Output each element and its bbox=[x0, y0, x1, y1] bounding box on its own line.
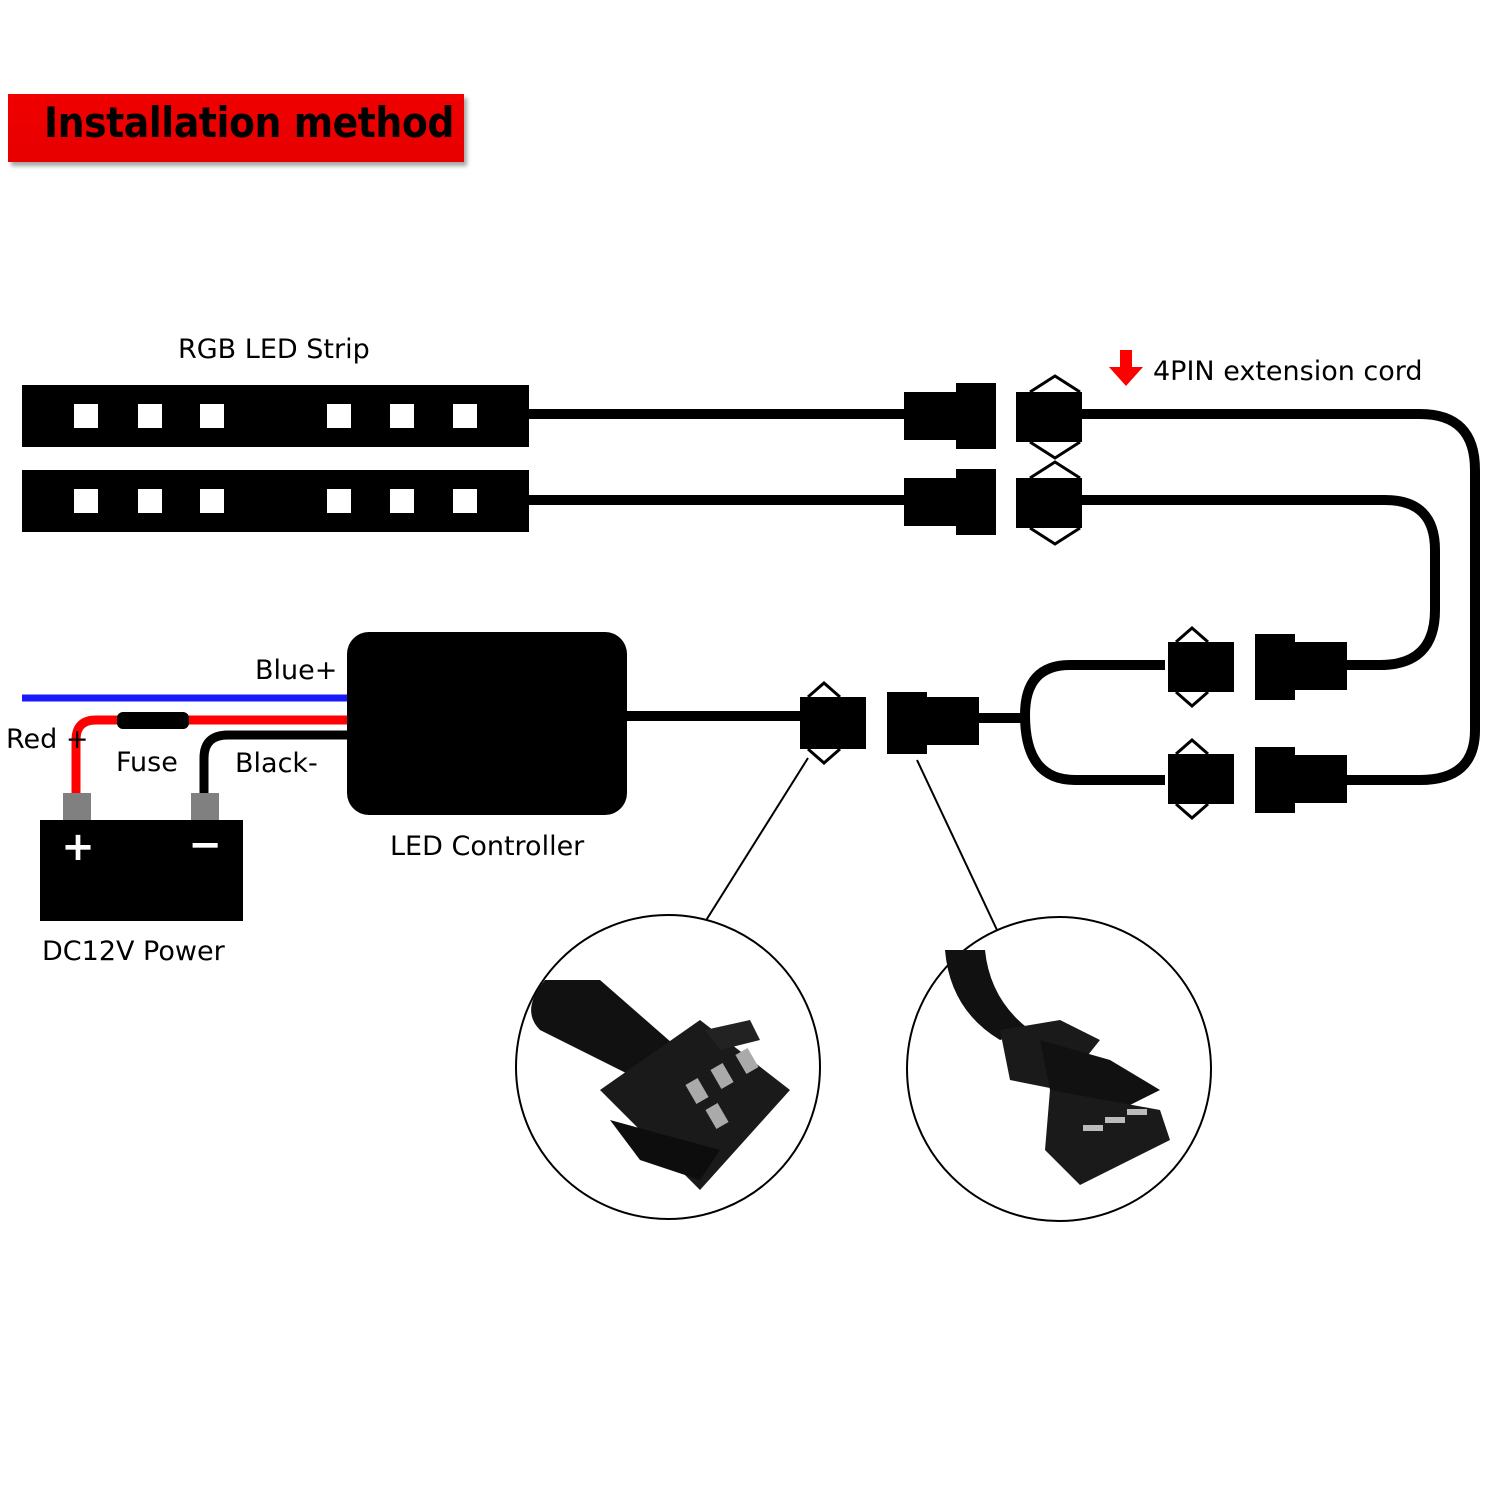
extension-cable-inner bbox=[1080, 495, 1440, 670]
blue-wire-label: Blue+ bbox=[255, 655, 337, 686]
extension-male-connector-2 bbox=[1255, 747, 1347, 813]
extension-female-connector-2 bbox=[1016, 460, 1082, 546]
battery bbox=[40, 820, 243, 921]
fuse bbox=[117, 712, 189, 729]
rgb-led-strip-label: RGB LED Strip bbox=[178, 334, 370, 365]
battery-terminal-negative bbox=[191, 793, 219, 821]
down-arrow-icon bbox=[1109, 350, 1143, 386]
led-controller-label: LED Controller bbox=[390, 831, 585, 862]
black-wire-label: Black- bbox=[235, 748, 318, 779]
extension-female-connector-1 bbox=[1016, 374, 1082, 460]
splitter-male-connector bbox=[887, 692, 979, 754]
page-title: Installation method bbox=[44, 98, 455, 147]
battery-plus-sign: + bbox=[61, 824, 95, 870]
title-banner: Installation method bbox=[8, 94, 464, 162]
splitter-female-connector-2 bbox=[1168, 738, 1234, 820]
red-wire-label: Red + bbox=[6, 724, 89, 755]
extension-male-connector-1 bbox=[1255, 634, 1347, 700]
strip-2-male-connector bbox=[904, 469, 996, 535]
black-wire bbox=[199, 730, 347, 795]
splitter-cable bbox=[975, 660, 1165, 785]
battery-minus-sign: − bbox=[188, 822, 222, 868]
led-controller-box bbox=[347, 632, 627, 815]
battery-terminal-positive bbox=[63, 793, 91, 821]
pointer-line-female bbox=[704, 757, 809, 923]
pointer-line-male bbox=[916, 759, 998, 931]
extension-cord-label: 4PIN extension cord bbox=[1153, 356, 1423, 387]
male-connector-detail bbox=[906, 916, 1212, 1222]
power-label: DC12V Power bbox=[42, 936, 226, 967]
red-wire bbox=[71, 715, 347, 795]
led-strip-1 bbox=[22, 385, 529, 447]
female-connector-detail bbox=[515, 914, 821, 1220]
splitter-female-connector-1 bbox=[1168, 626, 1234, 708]
fuse-label: Fuse bbox=[116, 747, 178, 778]
extension-cable-outer bbox=[1080, 409, 1480, 785]
controller-female-connector bbox=[800, 681, 866, 765]
strip-1-male-connector bbox=[904, 383, 996, 449]
led-strip-2 bbox=[22, 470, 529, 532]
